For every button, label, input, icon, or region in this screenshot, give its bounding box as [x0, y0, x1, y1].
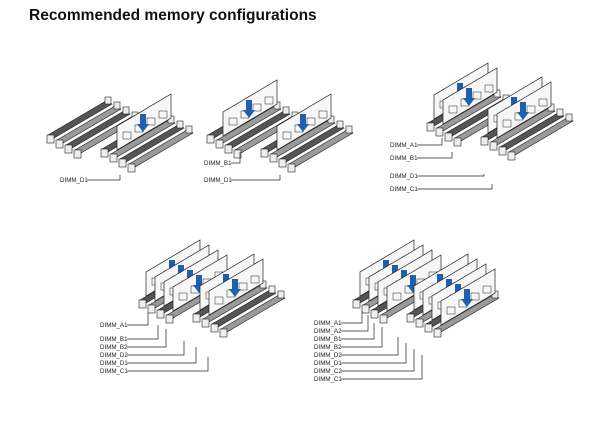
dimm-slot: [127, 125, 194, 173]
slot-label: DIMM_B1: [100, 336, 128, 343]
slot-label: DIMM_A1: [314, 320, 342, 327]
insert-arrow-icon: [137, 114, 149, 132]
dimm-slot: [433, 290, 500, 338]
leader-line: [341, 311, 363, 324]
dimm-slot: [118, 120, 185, 168]
dimm-slot: [55, 101, 122, 149]
leader-line: [341, 349, 415, 372]
dimm-slot: [489, 103, 556, 151]
slot-label: DIMM_C2: [314, 368, 342, 375]
slot-label: DIMM_B1: [314, 336, 342, 343]
leader-line: [127, 347, 197, 364]
leader-line: [127, 329, 167, 348]
page-title: Recommended memory configurations: [29, 7, 317, 24]
leader-line: [341, 323, 375, 340]
leader-line: [341, 343, 407, 364]
insert-arrow-icon: [229, 279, 241, 297]
leader-line: [341, 315, 369, 332]
slot-label: DIMM_B2: [314, 344, 342, 351]
dimm-slot: [269, 115, 336, 163]
dimm-slot: [224, 106, 291, 154]
slot-label: DIMM_D1: [204, 177, 232, 184]
dimm-slot: [498, 108, 565, 156]
leader-line: [87, 175, 121, 181]
dimm-slot: [507, 113, 574, 161]
leader-line: [341, 327, 383, 348]
memory-module: [442, 67, 498, 125]
slot-label: DIMM_C1: [314, 376, 342, 383]
leader-line: [231, 175, 281, 181]
slot-label: DIMM_D2: [100, 352, 128, 359]
slot-label: DIMM_B2: [100, 344, 128, 351]
leader-line: [127, 325, 159, 340]
insert-arrow-icon: [461, 289, 473, 307]
slot-label: DIMM_A2: [314, 328, 342, 335]
memory-modules: [116, 93, 172, 151]
slot-label: DIMM_D2: [314, 352, 342, 359]
insert-arrow-icon: [243, 100, 255, 118]
slot-label: DIMM_B1: [204, 160, 232, 167]
leader-line: [127, 357, 209, 372]
insert-arrow-icon: [517, 102, 529, 120]
leader-line: [417, 138, 443, 146]
config-1-diagram: DIMM_D1: [40, 40, 200, 190]
leader-line: [341, 337, 399, 356]
leader-line: [127, 341, 185, 356]
dimm-slot: [109, 115, 176, 163]
slot-label: DIMM_D1: [314, 360, 342, 367]
slot-label: DIMM_A1: [100, 322, 128, 329]
dimm-slot: [210, 285, 277, 333]
leader-line: [127, 313, 149, 326]
slot-label: DIMM_D1: [390, 173, 418, 180]
leader-line: [417, 184, 493, 190]
slot-label: DIMM_B1: [390, 155, 418, 162]
slot-label: DIMM_C1: [390, 186, 418, 193]
dimm-slot: [219, 290, 286, 338]
leader-line: [231, 152, 241, 164]
slot-label: DIMM_D1: [100, 360, 128, 367]
memory-module: [208, 258, 264, 316]
memory-module: [222, 79, 278, 137]
insert-arrow-icon: [297, 114, 309, 132]
memory-module: [440, 268, 496, 326]
memory-modules: [359, 239, 496, 326]
memory-modules: [145, 239, 264, 316]
leader-line: [417, 174, 485, 177]
leader-line: [417, 152, 453, 159]
memory-modules: [222, 79, 332, 151]
dimm-slot: [278, 120, 345, 168]
dimm-slot: [215, 101, 282, 149]
memory-module: [276, 93, 332, 151]
dimm-slot-bank: [426, 84, 574, 161]
leader-line: [341, 355, 423, 380]
slot-label: DIMM_A1: [390, 142, 418, 149]
memory-modules: [433, 62, 552, 139]
slot-label: DIMM_C1: [100, 368, 128, 375]
slot-label: DIMM_D1: [60, 177, 88, 184]
dimm-slot: [46, 96, 113, 144]
dimm-slot: [64, 106, 131, 154]
memory-module: [496, 81, 552, 139]
memory-module: [116, 93, 172, 151]
insert-arrow-icon: [463, 88, 475, 106]
dimm-slot: [287, 125, 354, 173]
